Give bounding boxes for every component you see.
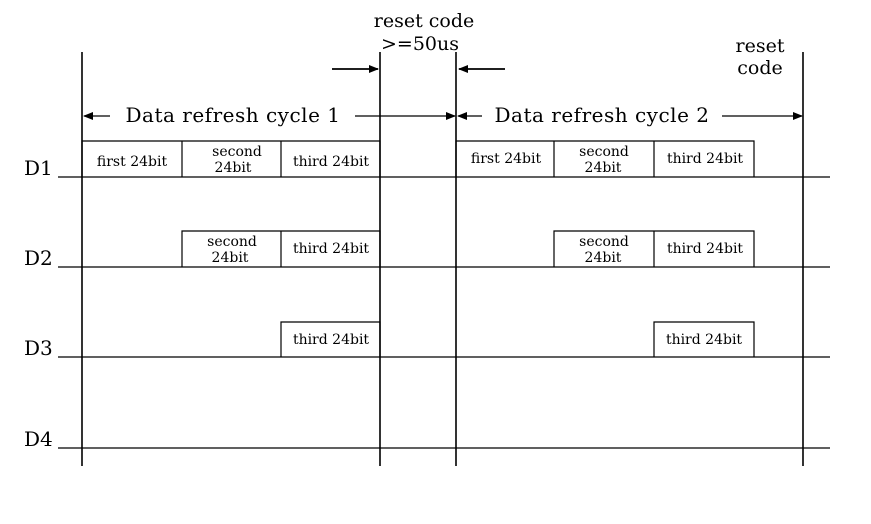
d2-blocks	[181, 230, 755, 267]
d3-blocks	[280, 321, 755, 357]
d1-cycle2-outline	[455, 140, 755, 177]
d2-c1-second-line1: second	[207, 234, 257, 250]
d2-c2-second-line1: second	[579, 234, 629, 250]
d2-c1-second-line2: 24bit	[212, 250, 249, 266]
d3-c2-third-24bit: third 24bit	[666, 332, 742, 348]
reset-code-duration: >=50us	[381, 33, 459, 55]
reset-label-line1: reset	[736, 35, 785, 57]
d2-c1-third-24bit: third 24bit	[293, 241, 369, 257]
d1-c1-second-line1: second	[212, 144, 262, 160]
cycle-boundaries	[81, 52, 804, 466]
row-label-d4: D4	[24, 427, 53, 451]
d3-cycle2-outline	[653, 321, 755, 357]
d2-c2-third-24bit: third 24bit	[667, 241, 743, 257]
d1-c1-first-24bit: first 24bit	[97, 154, 168, 170]
row-label-d1: D1	[24, 156, 53, 180]
d1-c2-second-line2: 24bit	[585, 160, 622, 176]
d1-c2-third-24bit: third 24bit	[667, 151, 743, 167]
d3-c1-third-24bit: third 24bit	[293, 332, 369, 348]
d1-c1-second-line2: 24bit	[215, 160, 252, 176]
row-label-d2: D2	[24, 246, 53, 270]
reset-label-line2: code	[737, 57, 783, 79]
cycle1-label: Data refresh cycle 1	[126, 103, 341, 127]
row-baselines	[58, 176, 830, 449]
d3-cycle1-outline	[280, 321, 381, 357]
d1-c2-first-24bit: first 24bit	[471, 151, 542, 167]
reset-code-label: reset code	[374, 10, 474, 32]
row-label-d3: D3	[24, 336, 53, 360]
cycle2-label: Data refresh cycle 2	[495, 103, 710, 127]
d1-cycle1-outline	[81, 140, 381, 177]
d1-blocks	[81, 140, 755, 177]
d1-c1-third-24bit: third 24bit	[293, 154, 369, 170]
d2-c2-second-line2: 24bit	[585, 250, 622, 266]
d1-c2-second-line1: second	[579, 144, 629, 160]
